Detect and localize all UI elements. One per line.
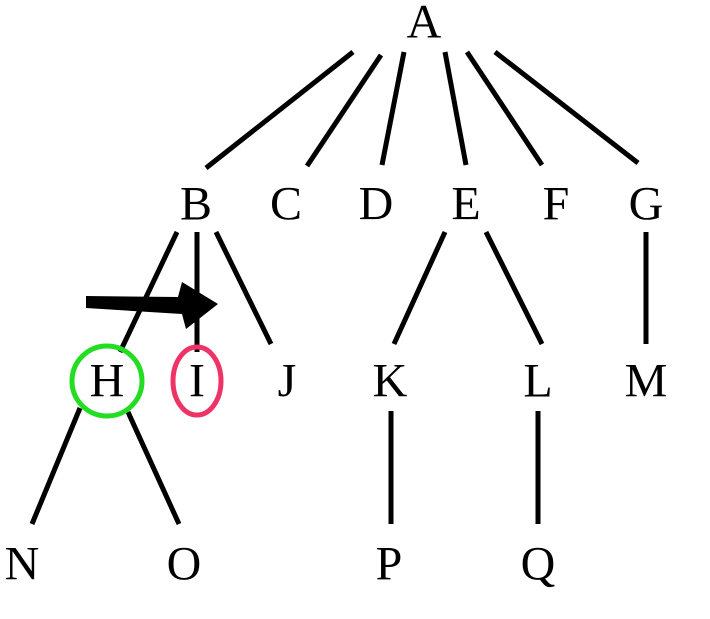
edge-a-d [379,51,407,166]
node-h: H [90,355,125,408]
node-m: M [625,355,668,408]
edge-a-b [204,50,355,170]
edge-e-k [391,230,448,346]
tree-nodes: A B C D E F G H I J K L M N O P Q [5,0,668,591]
node-n: N [5,538,40,591]
node-e: E [451,178,480,231]
node-i: I [189,355,205,408]
node-d: D [359,178,394,231]
edge-h-n [29,407,83,525]
node-f: F [543,178,570,231]
edge-a-c [304,53,384,168]
edge-b-j [213,230,274,346]
node-j: J [278,355,297,408]
node-g: G [629,178,664,231]
node-q: Q [521,538,556,591]
node-o: O [167,538,202,591]
node-l: L [523,355,552,408]
node-highlights [69,343,224,419]
highlight-ring-i [170,344,224,418]
arrow-icon [86,282,218,329]
node-a: A [407,0,442,49]
node-p: P [376,538,403,591]
tree-edges [29,50,649,526]
edge-a-f [464,50,545,167]
edge-a-g [493,50,640,165]
pointer-arrow-shape [86,282,218,329]
node-k: K [373,355,408,408]
node-b: B [180,178,212,231]
edge-e-l [483,230,545,346]
edge-h-o [125,410,182,526]
node-c: C [270,178,302,231]
edge-a-e [442,51,469,166]
highlight-ring-h [69,343,145,419]
edge-b-h [117,230,180,354]
